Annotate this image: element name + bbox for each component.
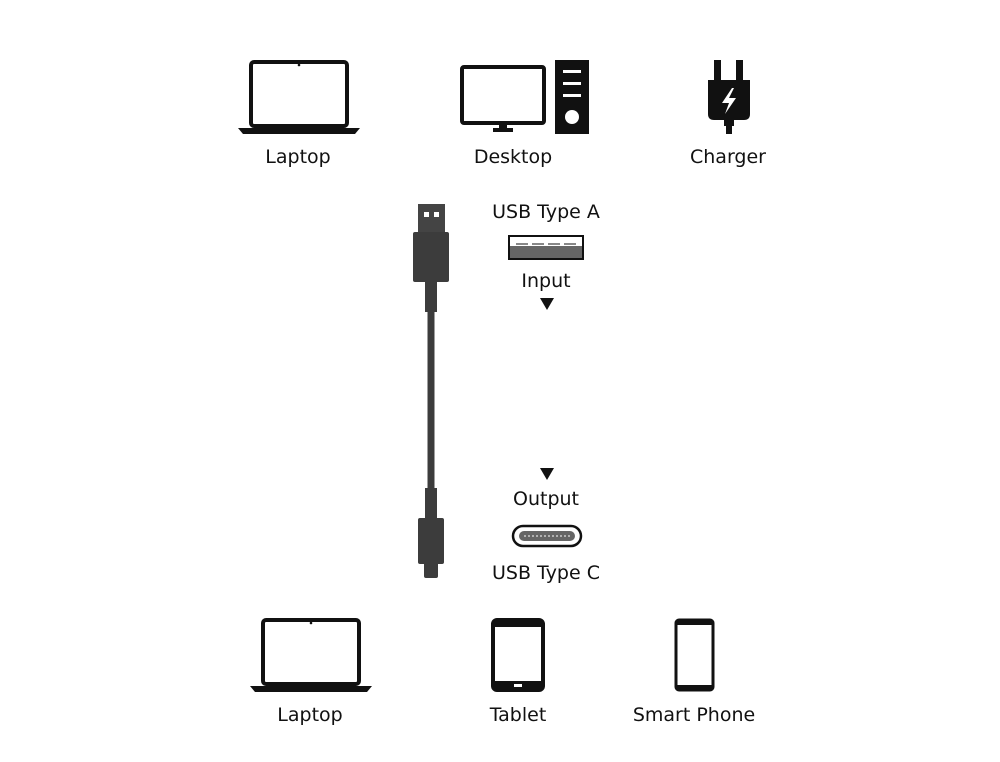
charger-icon xyxy=(708,60,750,134)
device-label-laptop: Laptop xyxy=(277,704,343,726)
laptop-icon xyxy=(250,618,372,692)
desktop-icon xyxy=(460,60,589,134)
output-label: Output xyxy=(513,488,579,510)
device-label-tablet: Tablet xyxy=(489,704,547,726)
usb-cable-illustration xyxy=(413,204,449,578)
input-arrow-icon xyxy=(540,298,554,310)
input-label: Input xyxy=(521,270,571,292)
source-label-laptop: Laptop xyxy=(265,146,331,168)
tablet-icon xyxy=(491,618,545,692)
smartphone-icon xyxy=(674,618,715,692)
source-label-desktop: Desktop xyxy=(473,146,553,168)
output-arrow-icon xyxy=(540,468,554,480)
usb-type-c-port-icon xyxy=(511,524,583,548)
laptop-icon xyxy=(238,60,360,134)
source-label-charger: Charger xyxy=(690,146,766,168)
device-label-smartphone: Smart Phone xyxy=(632,704,756,726)
usb-type-a-label: USB Type A xyxy=(492,201,600,223)
usb-type-a-port-icon xyxy=(508,235,584,260)
usb-type-c-label: USB Type C xyxy=(492,562,600,584)
